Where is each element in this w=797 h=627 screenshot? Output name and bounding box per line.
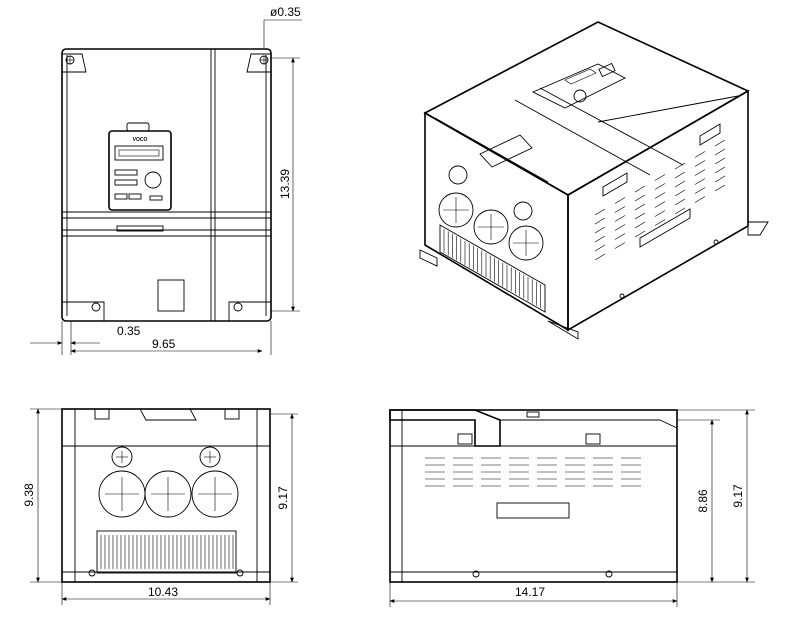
isometric-view: [419, 21, 769, 340]
vent-slot: [674, 162, 686, 170]
vent-slot: [614, 224, 626, 231]
bottom-width-label: 10.43: [148, 585, 178, 599]
vent-slot: [614, 215, 626, 222]
vent-slot: [694, 187, 706, 194]
bottom-height-label: 9.17: [276, 486, 290, 510]
bottom-view-dimensions: 9.38 9.17 10.43: [22, 408, 298, 605]
vent-slot: [694, 178, 706, 185]
vent-slot: [634, 203, 646, 211]
side-offset-label: 0.35: [117, 324, 141, 338]
vent-slot: [714, 166, 726, 174]
side-view: [389, 409, 678, 583]
vent-slot: [654, 183, 666, 190]
front-width-label: 9.65: [152, 337, 176, 351]
vent-slot: [594, 235, 606, 243]
vent-slot: [634, 194, 646, 202]
vent-slot: [674, 198, 686, 206]
side-inner-height-label: 8.86: [696, 489, 710, 513]
vent-slot: [634, 185, 646, 193]
vent-slot: [654, 210, 666, 217]
bottom-view: [61, 408, 271, 583]
vent-slot: [714, 175, 726, 183]
side-width-label: 14.17: [515, 585, 545, 599]
vent-slot: [714, 139, 726, 147]
vent-slot: [594, 253, 606, 261]
vent-slot: [614, 242, 626, 249]
vent-slot: [594, 244, 606, 252]
front-height-label: 13.39: [278, 169, 292, 199]
vent-slot: [634, 212, 646, 220]
vent-slot: [594, 226, 606, 234]
vent-slot: [694, 160, 706, 167]
vent-slot: [714, 184, 726, 192]
vent-slot: [694, 196, 706, 203]
vent-slot: [614, 233, 626, 240]
vent-slot: [714, 148, 726, 156]
vent-slot: [594, 217, 606, 225]
vent-slot: [614, 197, 626, 204]
vent-slot: [634, 221, 646, 229]
vent-slot: [694, 169, 706, 176]
vent-slot: [694, 151, 706, 158]
hole-diameter-label: ø0.35: [270, 5, 301, 19]
side-outer-height-label: 9.17: [731, 484, 745, 508]
keypad-brand-label: VOCO: [133, 137, 148, 143]
side-view-dimensions: 8.86 9.17 14.17: [389, 409, 755, 607]
front-view: VOCO: [61, 48, 272, 322]
front-view-dimensions: 13.39 ø0.35 0.35 9.65: [30, 5, 302, 355]
vent-slot: [654, 174, 666, 181]
vent-slot: [674, 207, 686, 215]
vent-slot: [634, 230, 646, 238]
vent-slot: [714, 157, 726, 165]
vent-slot: [614, 206, 626, 213]
vent-slot: [654, 201, 666, 208]
vent-slot: [654, 192, 666, 199]
vent-slot: [674, 189, 686, 197]
vent-slot: [654, 219, 666, 226]
vent-slot: [674, 171, 686, 179]
vent-slot: [594, 208, 606, 216]
vent-slot: [674, 180, 686, 188]
bottom-overall-height-label: 9.38: [22, 483, 36, 507]
